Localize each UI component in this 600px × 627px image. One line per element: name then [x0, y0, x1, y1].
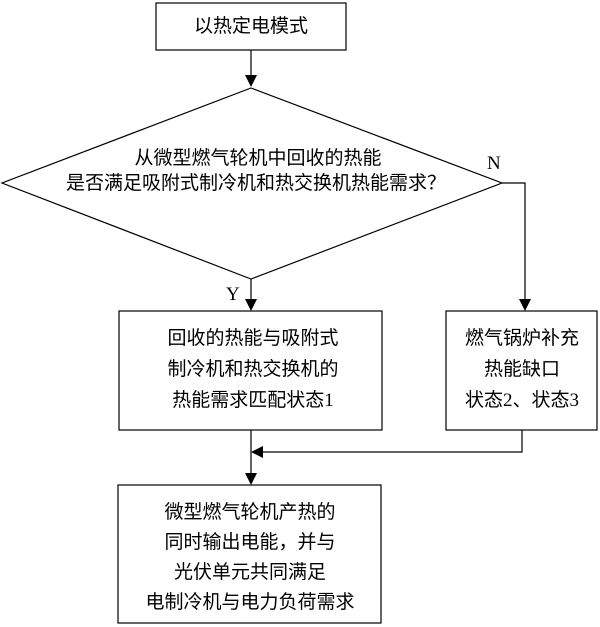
start-box	[155, 2, 347, 51]
arrow-merge	[245, 430, 523, 485]
result-box	[117, 484, 382, 624]
arrow-yes-branch: Y	[226, 279, 257, 311]
decision-node: 从微型燃气轮机中回收的热能 是否满足吸附式制冷机和热交换机热能需求？	[0, 87, 504, 280]
result-line-3: 光伏单元共同满足	[174, 561, 326, 583]
decision-line-1: 从微型燃气轮机中回收的热能	[134, 147, 381, 169]
no-label: N	[487, 153, 501, 174]
result-node: 微型燃气轮机产热的 同时输出电能，并与 光伏单元共同满足 电制冷机与电力负荷需求	[117, 484, 382, 624]
result-line-1: 微型燃气轮机产热的	[164, 501, 335, 523]
state23-line-2: 热能缺口	[484, 358, 560, 380]
state23-node: 燃气锅炉补充 热能缺口 状态2、状态3	[445, 310, 598, 431]
arrow-start-to-decision	[245, 50, 257, 87]
state23-box	[445, 310, 598, 431]
state23-line-1: 燃气锅炉补充	[465, 327, 579, 349]
decision-line-2: 是否满足吸附式制冷机和热交换机热能需求？	[66, 172, 446, 194]
result-line-2: 同时输出电能，并与	[164, 531, 335, 553]
state23-line-3: 状态2、状态3	[465, 389, 579, 411]
state1-line-1: 回收的热能与吸附式	[167, 327, 338, 349]
yes-label: Y	[226, 284, 240, 305]
state1-line-3: 热能需求匹配状态1	[172, 389, 334, 411]
state1-node: 回收的热能与吸附式 制冷机和热交换机的 热能需求匹配状态1	[118, 310, 383, 431]
result-line-4: 电制冷机与电力负荷需求	[145, 591, 354, 613]
start-node: 以热定电模式	[155, 2, 347, 51]
state1-line-2: 制冷机和热交换机的	[167, 358, 338, 380]
arrow-no-branch: N	[487, 153, 531, 311]
start-label: 以热定电模式	[194, 15, 308, 37]
